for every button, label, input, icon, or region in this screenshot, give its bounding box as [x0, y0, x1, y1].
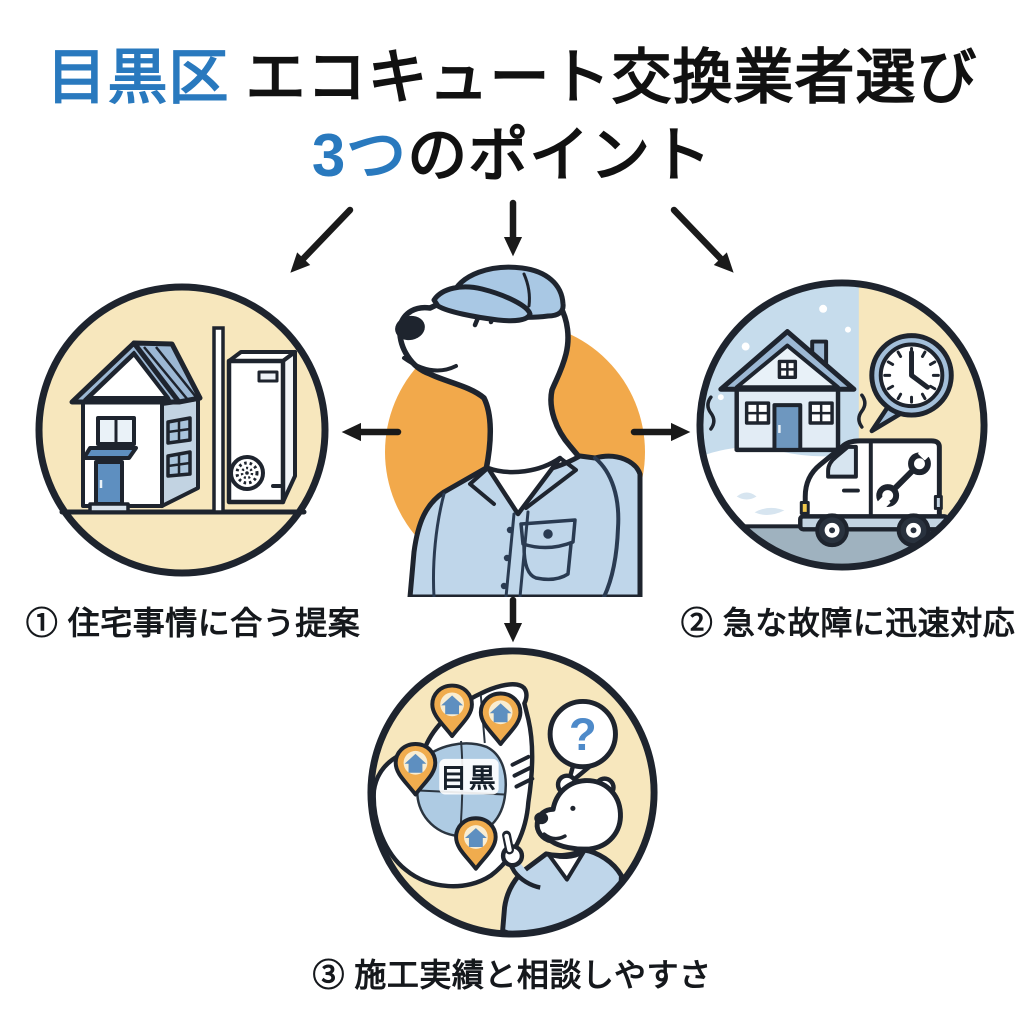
- snow-drift-marks: [736, 492, 785, 515]
- point-3-label: ③ 施工実績と相談しやすさ: [312, 957, 712, 993]
- point-1-icon-circle: [32, 280, 332, 580]
- meguro-map-pins-consulting-bear-icon: 目黒 ?: [367, 647, 658, 938]
- title-line2-rest: のポイント: [407, 122, 713, 189]
- service-van: [798, 438, 950, 548]
- house-and-ecocute-unit-icon: [35, 283, 329, 577]
- title-line1-rest: エコキュート交換業者選び: [245, 44, 978, 111]
- snowy-house: [706, 329, 867, 453]
- ecocute-tank: [226, 350, 297, 505]
- bear-nose: [395, 315, 425, 341]
- point-2-icon-circle: [693, 276, 991, 574]
- title-highlight-three: 3つ: [311, 122, 408, 189]
- arrow-title-to-point-2: [670, 206, 734, 273]
- title-highlight-meguro: 目黒区: [46, 44, 230, 111]
- arrow-mascot-to-point-1: [341, 422, 402, 442]
- house: [69, 340, 203, 514]
- arrow-mascot-to-point-2: [630, 422, 691, 442]
- center-mascot: [378, 262, 650, 597]
- location-pins: [393, 683, 523, 871]
- map-area-label: 目黒: [440, 764, 497, 794]
- page-title-line1: 目黒区エコキュート交換業者選び: [0, 48, 1024, 108]
- utility-pole: [212, 326, 225, 514]
- page-title-line2: 3つのポイント: [0, 126, 1024, 186]
- work-cap: [431, 264, 566, 324]
- question-speech-bubble: ?: [547, 698, 618, 787]
- bear-mouth: [402, 356, 458, 373]
- arrow-mascot-to-point-3: [503, 596, 523, 643]
- arrow-title-to-point-1: [290, 206, 354, 273]
- clock-speech-bubble: [869, 333, 954, 434]
- point-1-label: ① 住宅事情に合う提案: [25, 605, 361, 641]
- question-mark: ?: [569, 709, 597, 760]
- clock-hands: [909, 350, 930, 390]
- point-3-icon-circle: 目黒 ?: [364, 644, 661, 941]
- arrow-title-to-mascot: [503, 199, 523, 257]
- chest-pocket: [519, 518, 577, 582]
- point-2-label: ② 急な故障に迅速対応: [680, 605, 1016, 641]
- polar-bear-technician-icon: [385, 264, 645, 597]
- denim-work-shirt: [407, 453, 643, 597]
- snowy-house-clock-service-van-icon: [696, 279, 988, 571]
